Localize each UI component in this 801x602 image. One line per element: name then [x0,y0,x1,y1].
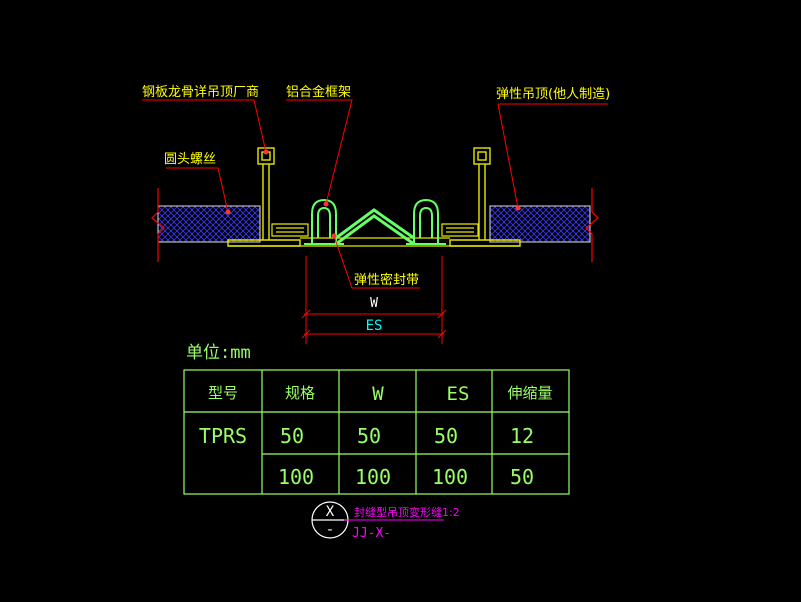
table-header-cell: 规格 [285,384,315,402]
spec-table [183,369,570,495]
base-plate [230,237,520,247]
dimension-w-label: W [370,296,378,311]
drawing-number: JJ-X- [352,526,391,541]
table-header-cell: W [372,383,384,405]
table-header-cell: ES [447,383,470,405]
table-cell: 100 [432,465,468,489]
break-lines [151,188,599,262]
title-symbol-bottom: - [326,522,334,538]
table-header-cell: 伸缩量 [507,384,552,402]
table-cell: 12 [510,424,534,448]
unit-label: 单位:mm [186,343,251,363]
table-row: 100 100 100 50 [278,465,534,489]
elastic-seal-profile [335,208,415,246]
table-cell: 100 [355,465,391,489]
table-row: TPRS 50 50 50 12 [199,424,534,448]
table-header-row: 型号 规格 W ES 伸缩量 [208,383,553,405]
table-cell: 50 [510,465,534,489]
leader-dots [225,149,521,239]
dimension-lines [301,256,447,344]
table-header-cell: 型号 [208,384,238,402]
label-elastic-ceiling: 弹性吊顶(他人制造) [496,87,610,102]
title-symbol-top: X [326,504,335,520]
right-ceiling-panel [489,205,591,243]
title-caption: 封缝型吊顶变形缝1:2 [354,505,460,519]
label-aluminum-frame: 铝合金框架 [286,84,351,100]
table-cell: 100 [278,465,314,489]
label-steel-keel: 钢板龙骨详吊顶厂商 [142,85,259,100]
dimension-es-label: ES [366,318,383,334]
table-cell: 50 [434,424,458,448]
left-steel-keel [227,147,301,247]
title-block: X - 封缝型吊顶变形缝1:2 JJ-X- [311,501,460,541]
leader-lines [142,99,608,289]
label-round-screw: 圆头螺丝 [164,152,216,167]
table-cell: TPRS [199,424,247,448]
label-elastic-seal: 弹性密封带 [354,272,419,288]
table-cell: 50 [280,424,304,448]
table-cell: 50 [357,424,381,448]
screw-blocks [271,223,479,237]
left-ceiling-panel [157,205,261,243]
